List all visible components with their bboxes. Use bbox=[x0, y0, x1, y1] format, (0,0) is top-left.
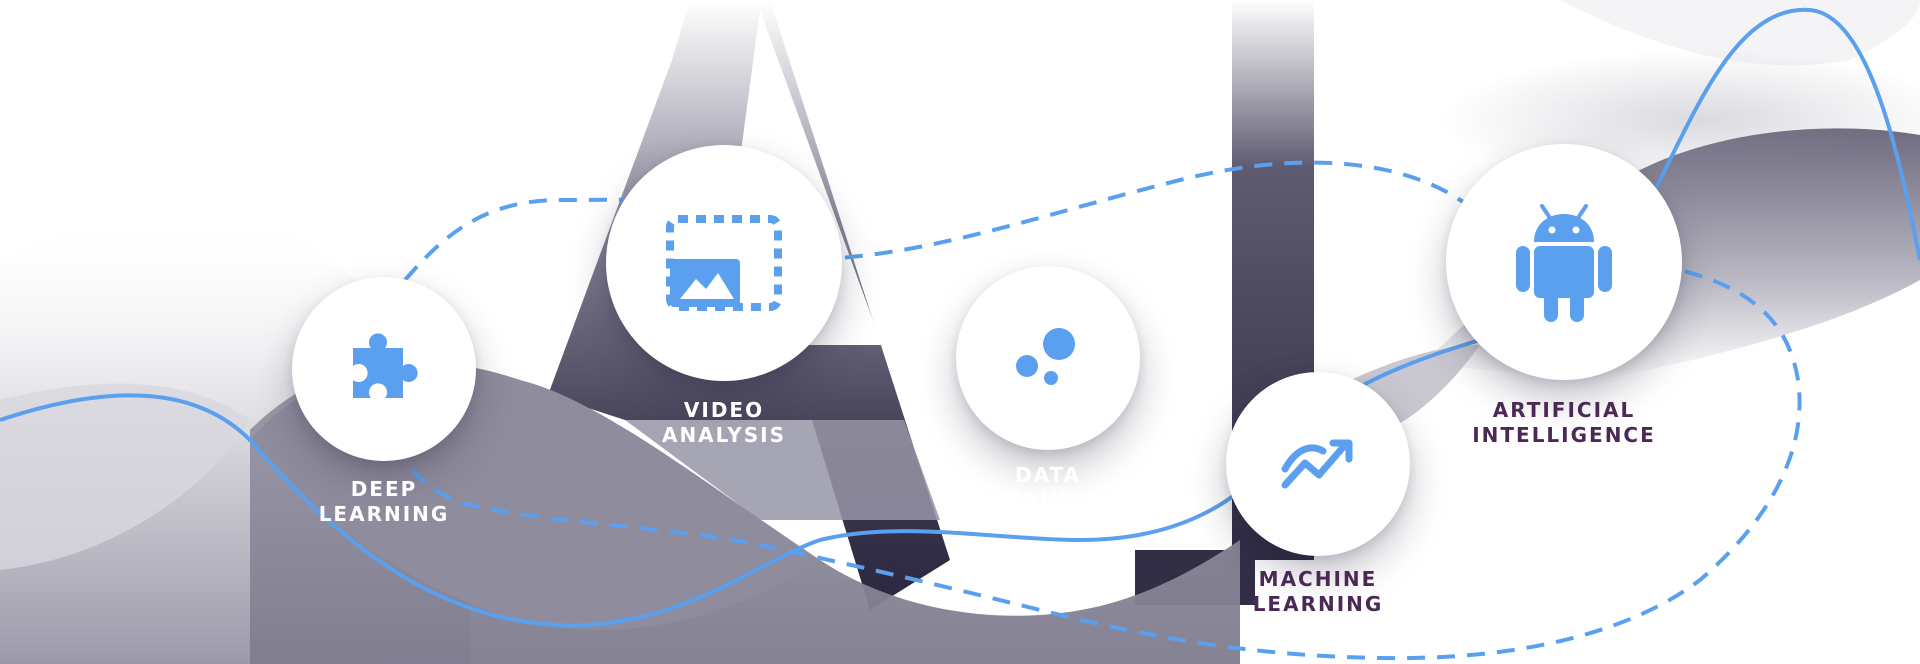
video-analysis-line1: VIDEO bbox=[683, 398, 765, 422]
trend-chart-icon bbox=[1281, 439, 1353, 489]
artificial-intelligence-label: ARTIFICIAL INTELLIGENCE bbox=[1469, 398, 1659, 448]
data-analysis-line1: DATA bbox=[1014, 463, 1082, 487]
deep-learning-node[interactable] bbox=[292, 277, 476, 461]
data-analysis-node[interactable] bbox=[956, 266, 1140, 450]
video-analysis-line2: ANALYSIS bbox=[661, 423, 787, 447]
deep-learning-label: DEEP LEARNING bbox=[304, 477, 464, 527]
bubbles-icon bbox=[1016, 328, 1075, 385]
data-analysis-line2: ANALYSIS bbox=[985, 488, 1111, 512]
video-analysis-label: VIDEO ANALYSIS bbox=[644, 398, 804, 448]
puzzle-icon bbox=[353, 333, 418, 398]
artificial-intelligence-node[interactable] bbox=[1446, 144, 1682, 380]
machine-learning-line2: LEARNING bbox=[1252, 592, 1384, 616]
deep-learning-line2: LEARNING bbox=[318, 502, 450, 526]
artificial-intelligence-line2: INTELLIGENCE bbox=[1472, 423, 1656, 447]
android-icon bbox=[1516, 204, 1612, 322]
data-analysis-label: DATA ANALYSIS bbox=[968, 463, 1128, 513]
machine-learning-node[interactable] bbox=[1226, 372, 1410, 556]
machine-learning-line1: MACHINE bbox=[1258, 567, 1378, 591]
artificial-intelligence-line1: ARTIFICIAL bbox=[1492, 398, 1636, 422]
deep-learning-line1: DEEP bbox=[350, 477, 418, 501]
machine-learning-label: MACHINE LEARNING bbox=[1238, 567, 1398, 617]
video-analysis-node[interactable] bbox=[606, 145, 842, 381]
image-frame-icon bbox=[666, 215, 782, 311]
